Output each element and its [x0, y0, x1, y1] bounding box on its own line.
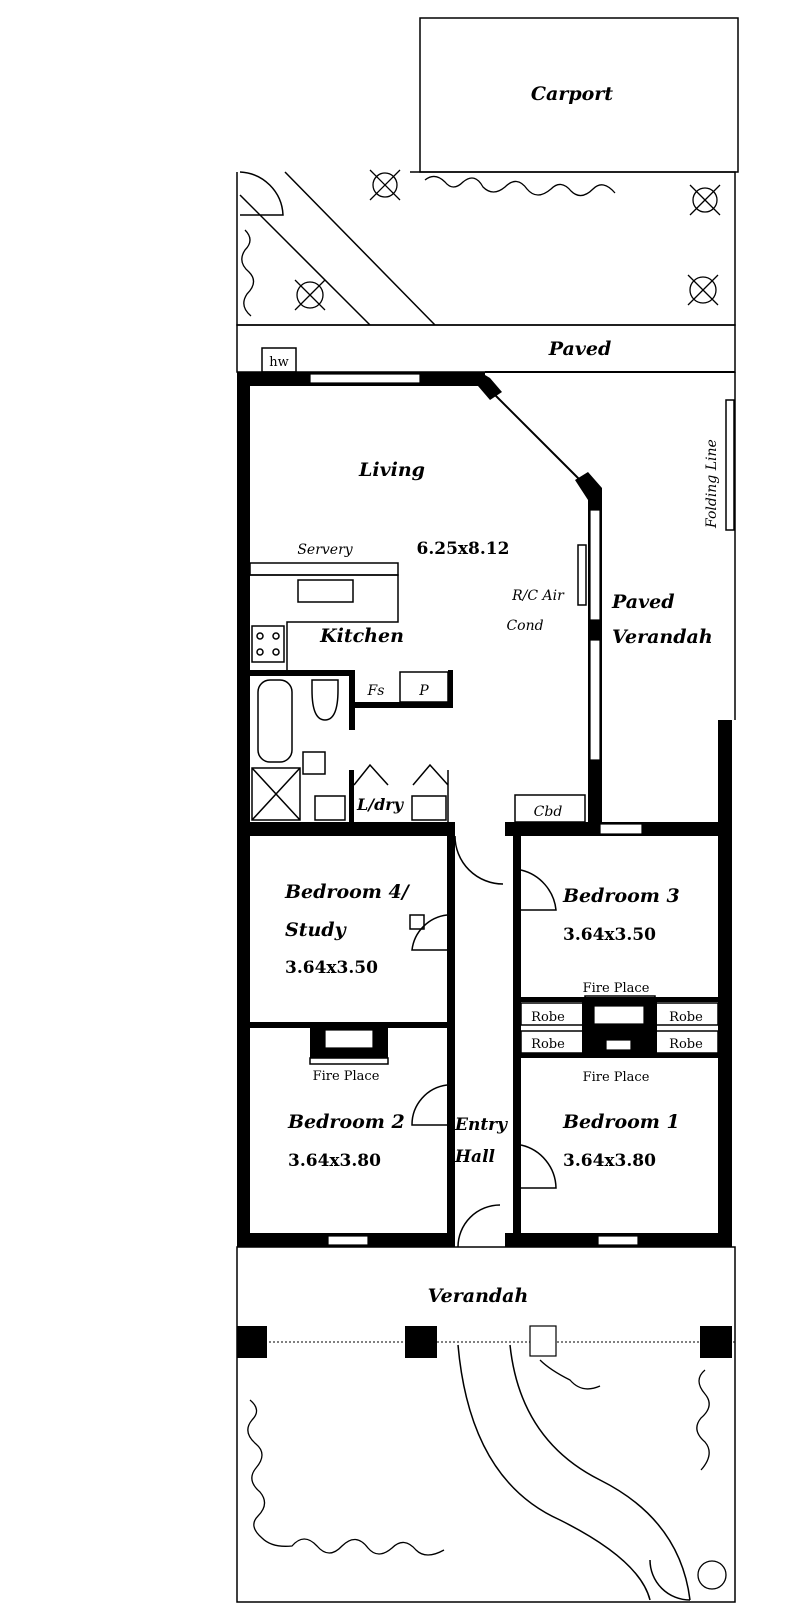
bedroom1-dim: 3.64x3.80 [563, 1151, 656, 1171]
cooktop-icon [251, 625, 285, 663]
fs-label: Fs [367, 683, 385, 699]
robe-label: Robe [669, 1037, 703, 1052]
rear-garden [236, 169, 736, 326]
shrub-icon [247, 1359, 710, 1556]
robe-label: Robe [531, 1010, 565, 1025]
kitchen-area [249, 562, 586, 823]
verandah-label: Verandah [428, 1285, 529, 1307]
fireplace-b3-label: Fire Place [583, 981, 650, 996]
carport-label: Carport [531, 83, 613, 105]
trough-icon [411, 795, 447, 821]
shrub-icon [241, 175, 616, 317]
air-cond-label-2: Cond [506, 618, 543, 634]
laundry-label: L/dry [356, 795, 405, 814]
bedroom4-label-1: Bedroom 4/ [284, 881, 411, 903]
room-labels: Living 6.25x8.12 Servery Kitchen R/C Air… [284, 439, 720, 1307]
shower-icon [251, 767, 301, 821]
gate-icon [239, 171, 284, 216]
paved-label: Paved [548, 338, 612, 360]
toilet-icon [311, 679, 339, 721]
sink-icon [297, 579, 354, 603]
bedroom4-dim: 3.64x3.50 [285, 958, 378, 978]
cupboard-label: Cbd [534, 804, 563, 820]
door-swings [411, 835, 557, 1248]
hw-label: hw [269, 355, 289, 370]
living-label: Living [358, 459, 425, 481]
flower-plant-icon [294, 169, 721, 311]
robe-label: Robe [531, 1037, 565, 1052]
robe-label: Robe [669, 1010, 703, 1025]
living-dim: 6.25x8.12 [417, 539, 510, 559]
bathtub-icon [257, 679, 293, 763]
basin-icon [314, 795, 346, 821]
bedroom1-label: Bedroom 1 [562, 1111, 680, 1133]
carport: Carport [419, 17, 739, 173]
bedroom2-label: Bedroom 2 [287, 1111, 405, 1133]
servery-label: Servery [297, 542, 353, 558]
bedroom3-dim: 3.64x3.50 [563, 925, 656, 945]
bedroom2-dim: 3.64x3.80 [288, 1151, 381, 1171]
entry-hall-label-1: Entry [454, 1115, 508, 1135]
paved-strip: hw Paved [236, 324, 736, 373]
pantry-label: P [418, 683, 429, 699]
bedroom4-label-2: Study [285, 919, 348, 941]
cupboard [514, 794, 586, 823]
fireplace-b2-label: Fire Place [313, 1069, 380, 1084]
paved-verandah-label-2: Verandah [612, 626, 713, 648]
air-cond-label-1: R/C Air [511, 588, 565, 604]
front-area [236, 1246, 736, 1603]
folding-line-label: Folding Line [704, 439, 720, 529]
heater-icon [409, 914, 425, 930]
kitchen-label: Kitchen [319, 625, 404, 647]
fireplaces-robes [309, 914, 719, 1065]
paved-verandah-label-1: Paved [611, 591, 675, 613]
entry-hall-label-2: Hall [454, 1147, 496, 1167]
fireplace-b1-label: Fire Place [583, 1070, 650, 1085]
bedroom3-label: Bedroom 3 [562, 885, 680, 907]
flower-plant-icon [697, 1560, 727, 1590]
